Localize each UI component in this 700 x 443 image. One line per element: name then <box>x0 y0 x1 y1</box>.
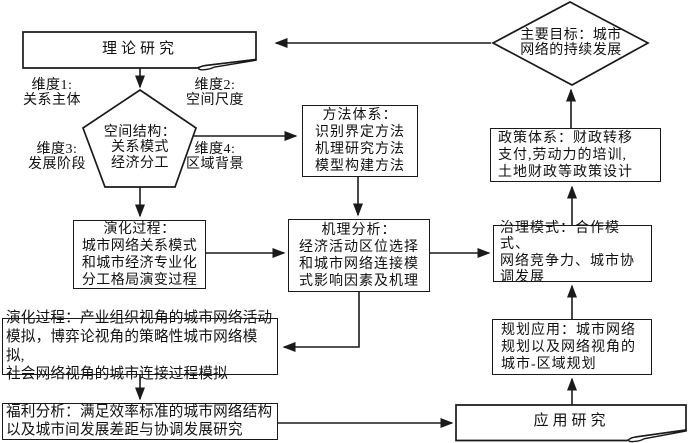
node-evolution-process: 演化过程： 城市网络关系模式 和城市经济专业化 分工格局演变过程 <box>73 220 206 289</box>
node-mechanism-analysis: 机理分析： 经济活动区位选择 和城市网络连接模 式影响因素及机理 <box>288 219 430 292</box>
label-dimension-4: 维度4: 区域背景 <box>186 141 244 173</box>
node-theory-research: 理论研究 <box>101 40 178 57</box>
node-policy-system: 政策体系：财政转移 支付,劳动力的培训, 土地财政等政策设计 <box>490 128 661 182</box>
node-method-system: 方法体系： 识别界定方法 机理研究方法 模型构建方法 <box>302 105 418 177</box>
node-spatial-structure: 空间结构： 关系模式 经济分工 <box>103 124 177 171</box>
node-welfare-analysis: 福利分析：满足效率标准的城市网络结构 以及城市间发展差距与协调发展研究 <box>2 403 278 440</box>
label-dimension-3: 维度3: 发展阶段 <box>28 141 86 173</box>
label-dimension-1: 维度1: 关系主体 <box>23 77 81 109</box>
document-shape-application <box>455 404 687 443</box>
node-governance-mode: 治理模式：合作模式、 网络竞争力、城市协 调发展 <box>493 221 652 285</box>
label-dimension-2: 维度2: 空间尺度 <box>186 77 244 109</box>
node-evolution-simulation: 演化过程：产业组织视角的城市网络活动 模拟，博弈论视角的策略性城市网络模拟, 社… <box>2 310 278 382</box>
node-planning-application: 规划应用：城市网络 规划以及网络视角的 城市-区域规划 <box>492 319 652 375</box>
diamond-shape-main-goal <box>491 1 650 86</box>
node-application-research: 应用研究 <box>533 412 610 429</box>
document-shape-theory <box>22 31 257 71</box>
node-main-goal: 主要目标：城市 网络的持续发展 <box>520 27 622 59</box>
arrow-mechanism-to-simulation <box>282 292 360 352</box>
